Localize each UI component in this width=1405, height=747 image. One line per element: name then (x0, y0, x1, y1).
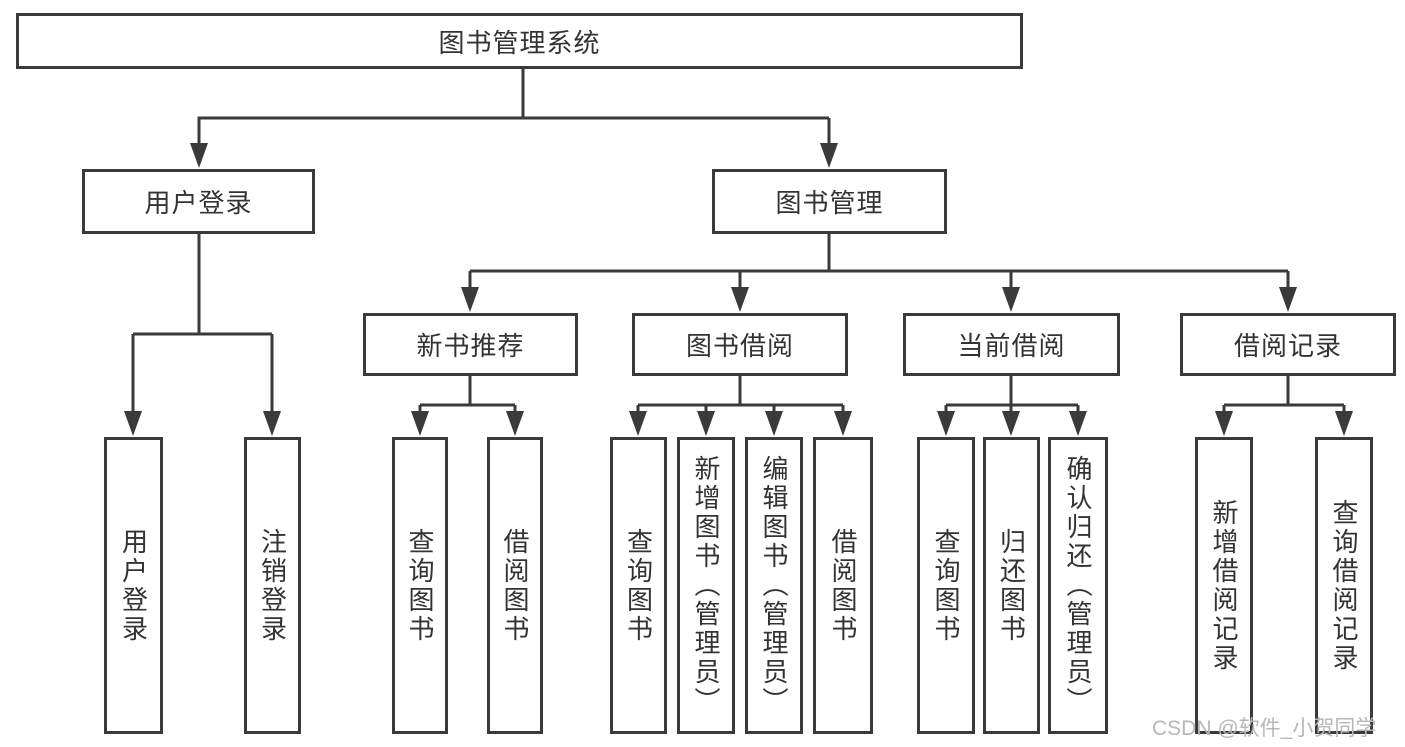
leaf-user-login: 用户登录 (104, 437, 163, 734)
node-root-system: 图书管理系统 (16, 13, 1023, 69)
node-book-management-branch: 图书管理 (712, 169, 947, 234)
node-root-label: 图书管理系统 (438, 27, 601, 58)
leaf-query-books-borrowing: 查询图书 (610, 437, 667, 734)
leaf-label: 新增借阅记录 (1209, 498, 1239, 673)
node-label: 图书借阅 (685, 331, 794, 361)
leaf-return-books: 归还图书 (983, 437, 1040, 734)
node-label: 当前借阅 (957, 331, 1066, 361)
leaf-label: 用户登录 (118, 527, 149, 644)
leaf-query-books-recommend: 查询图书 (392, 437, 448, 734)
leaf-label: 查询图书 (405, 527, 435, 644)
node-book-borrowing: 图书借阅 (632, 313, 848, 376)
leaf-query-books-current: 查询图书 (917, 437, 975, 734)
node-user-login-branch: 用户登录 (82, 169, 315, 234)
node-new-book-recommend: 新书推荐 (363, 313, 578, 376)
leaf-edit-books-admin: 编辑图书（管理员） (745, 437, 803, 734)
leaf-label: 归还图书 (996, 527, 1027, 644)
leaf-label: 新增图书（管理员） (691, 455, 721, 716)
leaf-add-borrow-record: 新增借阅记录 (1195, 437, 1253, 734)
node-label: 用户登录 (144, 188, 253, 218)
leaf-label: 借阅图书 (828, 527, 858, 644)
node-borrowing-records: 借阅记录 (1180, 313, 1396, 376)
leaf-label: 借阅图书 (500, 527, 530, 644)
leaf-add-books-admin: 新增图书（管理员） (677, 437, 735, 734)
leaf-label: 注销登录 (257, 527, 288, 644)
node-label: 新书推荐 (416, 331, 525, 361)
node-current-borrowing: 当前借阅 (903, 313, 1120, 376)
leaf-confirm-return-admin: 确认归还（管理员） (1048, 437, 1108, 734)
leaf-label: 编辑图书（管理员） (759, 455, 789, 716)
leaf-query-borrow-record: 查询借阅记录 (1315, 437, 1373, 734)
leaf-borrow-books-recommend: 借阅图书 (487, 437, 543, 734)
csdn-watermark: CSDN @软件_小贺同学 (1152, 717, 1377, 740)
leaf-label: 确认归还（管理员） (1063, 455, 1093, 716)
leaf-label: 查询借阅记录 (1329, 498, 1359, 673)
leaf-label: 查询图书 (623, 527, 654, 644)
leaf-logout: 注销登录 (244, 437, 301, 734)
node-label: 借阅记录 (1233, 331, 1342, 361)
leaf-label: 查询图书 (931, 527, 961, 644)
node-label: 图书管理 (775, 188, 884, 218)
leaf-borrow-books-borrowing: 借阅图书 (813, 437, 873, 734)
